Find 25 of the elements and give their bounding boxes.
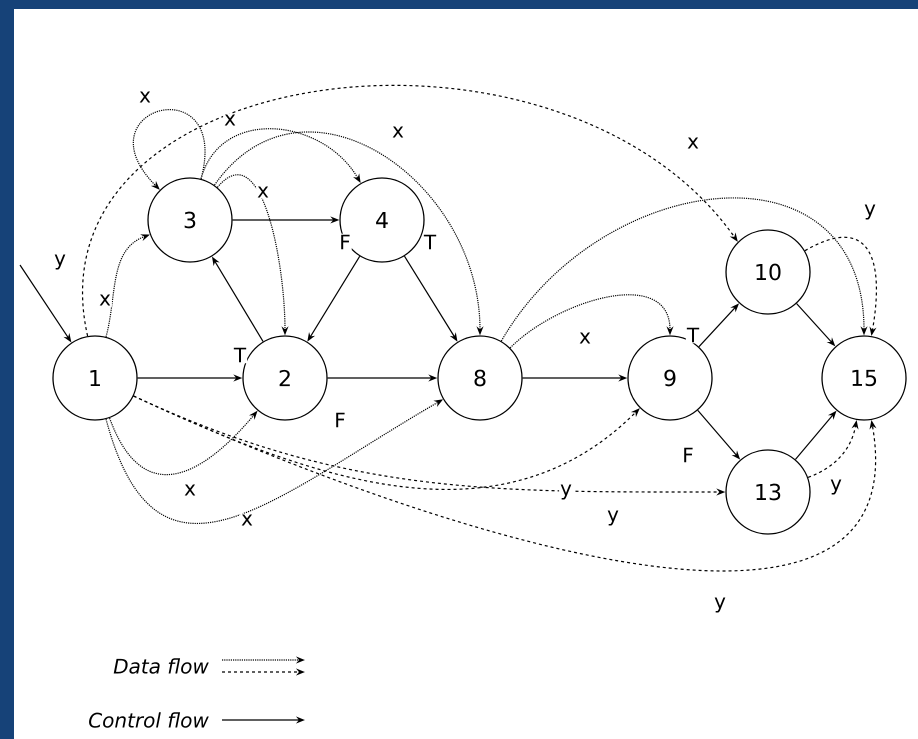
arrow: [500, 198, 868, 342]
edge-label: x: [240, 514, 254, 526]
edge-label: F: [681, 446, 695, 464]
edge-label: x: [391, 126, 405, 138]
edge-label: y: [829, 478, 843, 496]
edge-label: y: [606, 509, 620, 527]
legend-label: Control flow: [89, 712, 209, 728]
edge-label: x: [578, 332, 592, 344]
edge-label: T: [232, 346, 248, 364]
edge-label: x: [223, 114, 237, 126]
edge-label: y: [53, 253, 67, 271]
edge-label: x: [183, 484, 197, 496]
edge-label: T: [686, 326, 700, 344]
edge-label: x: [98, 294, 112, 306]
arrow: [510, 294, 674, 348]
edge-label: x: [686, 136, 700, 150]
edge-label: T: [422, 234, 438, 250]
edge-label: y: [863, 203, 877, 221]
edge-label: F: [333, 412, 347, 428]
edge-label: F: [338, 234, 352, 250]
edge-label: y: [713, 596, 727, 614]
edge-label: x: [256, 186, 270, 198]
edge-label: y: [559, 483, 573, 501]
edge-label: x: [138, 90, 152, 104]
legend-label: Data flow: [114, 658, 209, 674]
